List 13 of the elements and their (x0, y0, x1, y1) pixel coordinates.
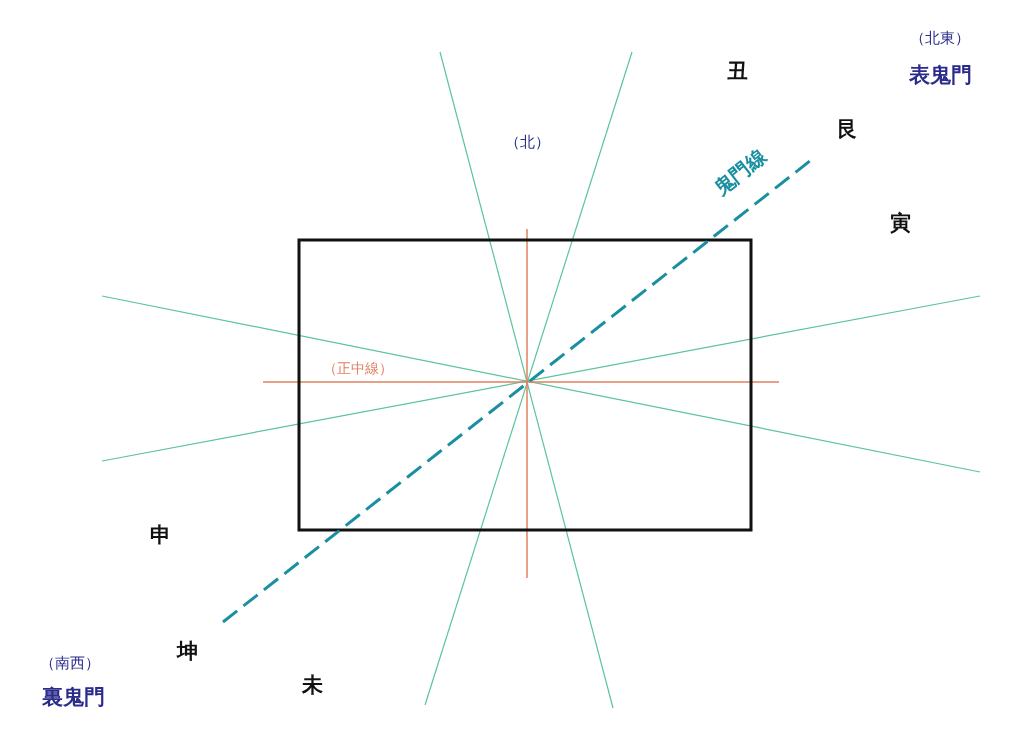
gate-name: 裏鬼門 (41, 686, 105, 710)
direction-note: （北東） (910, 29, 970, 47)
direction-note: （北） (504, 133, 550, 151)
zodiac-label: 未 (301, 674, 323, 698)
zodiac-label: 坤 (176, 640, 198, 664)
direction-note: （南西） (40, 654, 100, 672)
zodiac-label: 丑 (726, 60, 748, 84)
gate-name: 表鬼門 (908, 64, 972, 88)
zodiac-label: 寅 (889, 212, 911, 236)
zodiac-label: 申 (149, 524, 171, 548)
line-label: 鬼門線 (709, 144, 771, 200)
line-label: （正中線） (323, 361, 393, 377)
zodiac-label: 艮 (836, 118, 858, 142)
